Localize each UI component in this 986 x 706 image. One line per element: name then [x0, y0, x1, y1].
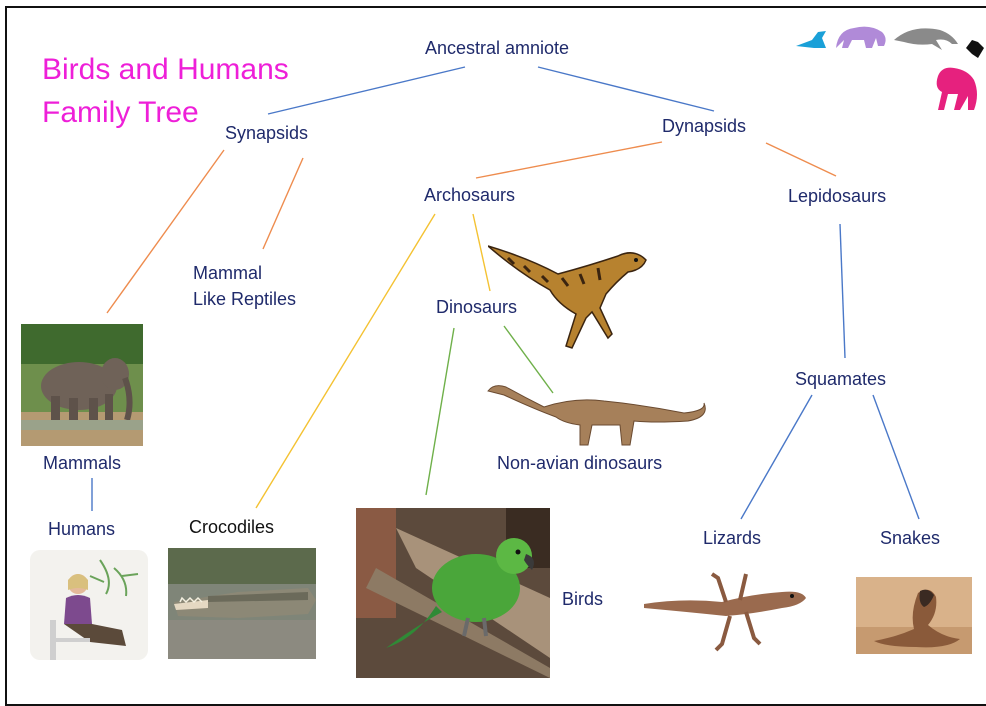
link-archosaurs-crocodiles: [256, 214, 435, 508]
link-lepidosaurs-squamates: [840, 224, 845, 358]
sauropod-dinosaur-illustration: [484, 381, 710, 448]
node-non-avian-dinosaurs: Non-avian dinosaurs: [497, 452, 662, 474]
node-ancestral-amniote: Ancestral amniote: [425, 37, 569, 59]
crocodile-photo: [168, 548, 316, 659]
node-lepidosaurs: Lepidosaurs: [788, 185, 886, 207]
crow-silhouette-icon: [966, 40, 984, 58]
elephant-photo: [21, 324, 143, 446]
woman-photo: [30, 550, 148, 660]
node-mammal-like-reptiles-line2: Like Reptiles: [193, 288, 296, 310]
link-dinosaurs-birds: [426, 328, 454, 495]
bird-silhouette-icon: [796, 31, 826, 48]
dolphin-silhouette-icon: [894, 28, 958, 50]
link-dynapsids-archosaurs: [476, 142, 662, 178]
node-lizards: Lizards: [703, 527, 761, 549]
node-crocodiles: Crocodiles: [189, 516, 274, 538]
link-squamates-snakes: [873, 395, 919, 519]
link-squamates-lizards: [741, 395, 812, 519]
node-mammal-like-reptiles-line1: Mammal: [193, 262, 262, 284]
parrot-photo: [356, 508, 550, 678]
node-birds: Birds: [562, 588, 603, 610]
node-synapsids: Synapsids: [225, 122, 308, 144]
link-amniote-dynapsids: [538, 67, 714, 111]
lizard-photo: [642, 564, 808, 656]
node-snakes: Snakes: [880, 527, 940, 549]
raptor-dinosaur-illustration: [488, 238, 650, 356]
node-squamates: Squamates: [795, 368, 886, 390]
node-archosaurs: Archosaurs: [424, 184, 515, 206]
animal-silhouettes: [792, 18, 986, 116]
link-synapsids-mammal-like: [263, 158, 303, 249]
red-monkey-silhouette-icon: [937, 68, 977, 110]
link-amniote-synapsids: [268, 67, 465, 114]
node-humans: Humans: [48, 518, 115, 540]
monkey-silhouette-icon: [836, 27, 886, 48]
cobra-photo: [856, 577, 972, 654]
link-dynapsids-lepidosaurs: [766, 143, 836, 176]
node-dynapsids: Dynapsids: [662, 115, 746, 137]
node-mammals: Mammals: [43, 452, 121, 474]
